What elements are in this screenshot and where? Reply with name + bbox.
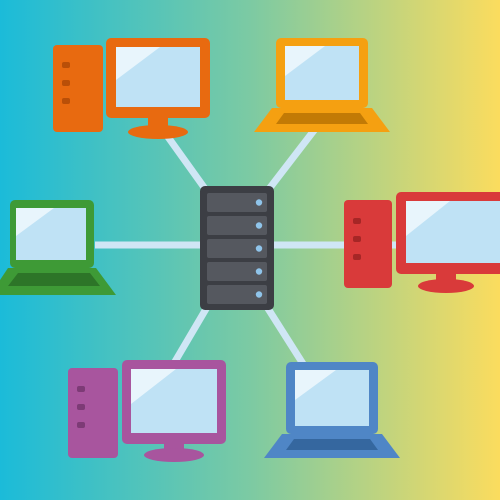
node-top-right[interactable] xyxy=(254,38,390,132)
desktop-computer-icon xyxy=(53,38,210,139)
laptop-icon xyxy=(0,200,116,295)
server-bay xyxy=(207,285,267,304)
laptop-icon xyxy=(264,362,400,458)
status-light-icon xyxy=(255,291,263,298)
node-bottom-left[interactable] xyxy=(68,360,226,462)
desktop-computer-icon xyxy=(68,360,226,462)
desktop-computer-icon xyxy=(344,192,500,293)
status-light-icon xyxy=(255,222,263,229)
server-rack-icon xyxy=(200,186,274,310)
server-bay xyxy=(207,262,267,281)
hub-server[interactable] xyxy=(200,186,274,310)
node-bottom-right[interactable] xyxy=(264,362,400,458)
status-light-icon xyxy=(255,245,263,252)
server-bay xyxy=(207,193,267,212)
status-light-icon xyxy=(255,199,263,206)
status-light-icon xyxy=(255,268,263,275)
server-bay xyxy=(207,216,267,235)
server-bay xyxy=(207,239,267,258)
laptop-icon xyxy=(254,38,390,132)
node-top-left[interactable] xyxy=(53,38,210,139)
node-mid-right[interactable] xyxy=(344,192,500,293)
node-mid-left[interactable] xyxy=(0,200,116,295)
